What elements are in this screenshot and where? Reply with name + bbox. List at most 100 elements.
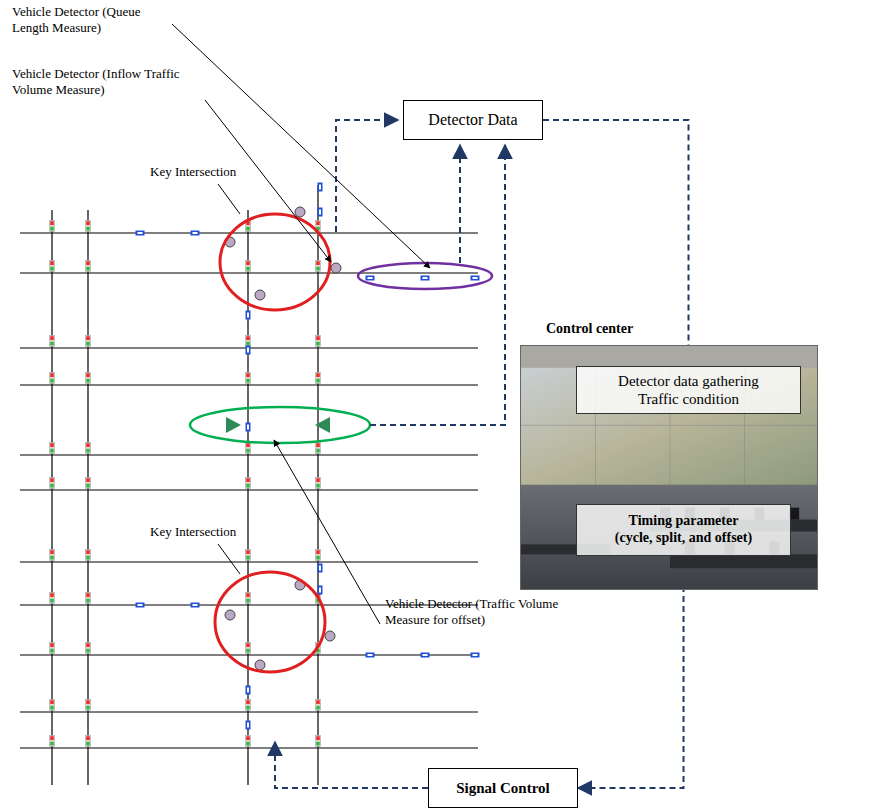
- signal-icon: [86, 700, 91, 711]
- road: [20, 272, 478, 273]
- process-box: Timing parameter (cycle, split, and offs…: [576, 504, 791, 556]
- signal-icon: [246, 478, 251, 489]
- signal-icon: [86, 593, 91, 604]
- signal-icon: [246, 736, 251, 747]
- signal-icon: [86, 261, 91, 272]
- signal-icon: [316, 443, 321, 454]
- signal-icon: [86, 336, 91, 347]
- detector-symbol: [246, 311, 251, 320]
- data-flow-line: [370, 145, 505, 425]
- signal-icon: [86, 221, 91, 232]
- process-box: Detector data gathering Traffic conditio…: [576, 366, 801, 414]
- data-box: Detector Data: [403, 100, 543, 140]
- signal-icon: [86, 736, 91, 747]
- detector-symbol: [318, 586, 323, 595]
- detector-symbol: [421, 653, 430, 658]
- signal-icon: [50, 736, 55, 747]
- signal-icons: [50, 221, 321, 747]
- leader-line: [172, 24, 430, 268]
- detector-symbol: [366, 653, 375, 658]
- signal-icon: [50, 373, 55, 384]
- signal-icon: [246, 373, 251, 384]
- key-intersection-circle: [215, 572, 325, 672]
- detector-symbol: [366, 276, 375, 281]
- detector-symbol: [421, 276, 430, 281]
- signal-icon: [246, 643, 251, 654]
- signal-icon: [316, 478, 321, 489]
- road: [20, 711, 478, 712]
- road: [20, 654, 478, 655]
- signal-icon: [316, 261, 321, 272]
- signal-icon: [246, 593, 251, 604]
- panel-heading: Control center: [546, 321, 633, 338]
- signal-icon: [50, 700, 55, 711]
- data-flow-line: [336, 120, 398, 232]
- control-box: Signal Control: [428, 768, 578, 808]
- signal-icon: [316, 336, 321, 347]
- detector-symbol: [318, 564, 323, 573]
- road: [247, 210, 248, 785]
- signal-icon: [50, 550, 55, 561]
- data-flow-line: [275, 742, 428, 788]
- direction-triangle: [226, 417, 241, 433]
- detector-symbol: [246, 686, 251, 695]
- detector-symbol: [318, 208, 323, 217]
- signal-icon: [316, 736, 321, 747]
- callout-label: Vehicle Detector (Traffic Volume Measure…: [385, 596, 600, 627]
- node-label: Detector data gathering Traffic conditio…: [606, 372, 771, 408]
- detector-symbol: [246, 423, 251, 432]
- direction-triangle: [315, 417, 330, 433]
- detector-symbol: [136, 603, 145, 608]
- road: [20, 384, 478, 385]
- signal-icon: [86, 550, 91, 561]
- detector-dot: [331, 263, 341, 273]
- detector-symbol: [318, 183, 323, 192]
- road: [20, 561, 478, 562]
- node-label: Signal Control: [456, 779, 550, 797]
- intersection-detectors: [225, 207, 341, 670]
- signal-icon: [86, 373, 91, 384]
- callout-label: Key Intersection: [150, 524, 236, 540]
- detectors: [136, 183, 480, 730]
- callout-label: Key Intersection: [150, 164, 236, 180]
- leader-line: [205, 100, 331, 262]
- road: [20, 489, 478, 490]
- road: [51, 210, 52, 785]
- signal-icon: [246, 336, 251, 347]
- signal-icon: [246, 550, 251, 561]
- leader-line: [218, 544, 240, 574]
- road-lines: [20, 185, 478, 785]
- signal-icon: [86, 478, 91, 489]
- offset-detector-ellipse: [190, 407, 370, 443]
- signal-icon: [50, 443, 55, 454]
- data-flow-lines: [275, 120, 505, 788]
- callout-label: Vehicle Detector (Inflow Traffic Volume …: [12, 66, 202, 97]
- detector-symbol: [191, 603, 200, 608]
- leader-line: [218, 184, 240, 214]
- leader-line: [274, 440, 380, 624]
- detector-dot: [255, 660, 265, 670]
- signal-icon: [50, 261, 55, 272]
- signal-icon: [246, 700, 251, 711]
- data-flow-connector: [578, 556, 684, 788]
- signal-icon: [50, 336, 55, 347]
- detector-symbol: [246, 346, 251, 355]
- detector-symbol: [191, 231, 200, 236]
- road: [87, 210, 88, 785]
- data-flow-connector: [543, 120, 689, 366]
- road: [20, 747, 478, 748]
- key-intersection-circle: [220, 214, 330, 310]
- detector-dot: [295, 207, 305, 217]
- detector-symbol: [471, 653, 480, 658]
- control-center-panel: Control centerDetector data gathering Tr…: [520, 345, 818, 590]
- detector-dot: [225, 610, 235, 620]
- queue-detector-ellipse: [358, 263, 492, 289]
- signal-icon: [86, 443, 91, 454]
- road: [20, 454, 478, 455]
- data-flow-line: [459, 145, 461, 263]
- road: [20, 232, 478, 233]
- node-label: Timing parameter (cycle, split, and offs…: [586, 513, 781, 547]
- detector-dot: [325, 631, 335, 641]
- signal-icon: [316, 550, 321, 561]
